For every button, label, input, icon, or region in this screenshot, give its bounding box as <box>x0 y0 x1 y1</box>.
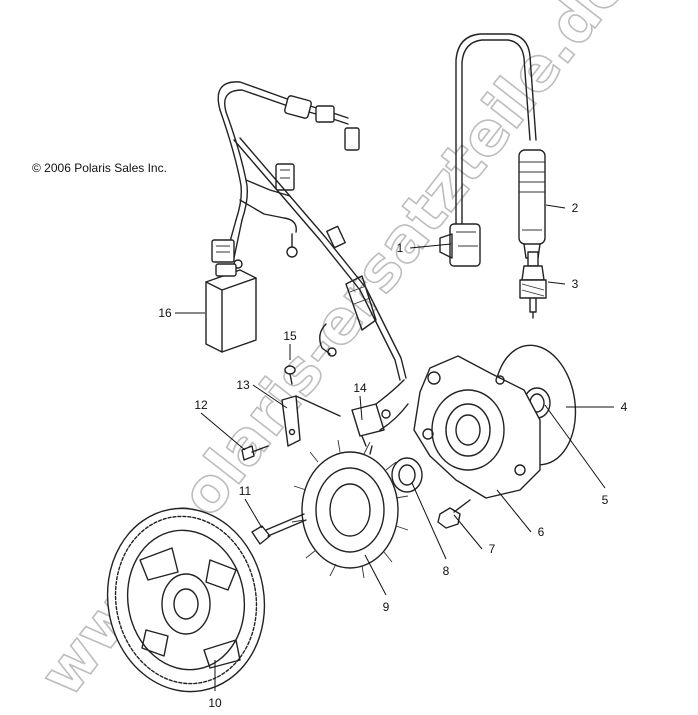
callout-14: 14 <box>353 381 367 421</box>
callout-4: 4 <box>566 400 628 414</box>
ignition-coil <box>439 33 537 267</box>
callout-leader-line <box>364 554 387 596</box>
callout-leader-line <box>544 404 606 489</box>
callout-number: 12 <box>194 398 208 412</box>
wiring-harness <box>211 81 407 381</box>
callout-leader-line <box>496 489 532 533</box>
callout-number: 5 <box>602 493 609 507</box>
callout-9: 9 <box>364 554 390 614</box>
callout-number: 4 <box>621 400 628 414</box>
callout-leader-line <box>200 412 246 451</box>
callout-number: 14 <box>353 381 367 395</box>
callout-13: 13 <box>236 378 288 409</box>
copyright-text: © 2006 Polaris Sales Inc. <box>32 161 167 175</box>
bolt-7 <box>437 499 471 529</box>
callout-leader-line <box>547 281 566 285</box>
callout-leader-line <box>244 498 263 529</box>
callout-leader-line <box>453 514 483 550</box>
callout-number: 7 <box>489 542 496 556</box>
spark-plug-cap <box>518 149 546 259</box>
callout-number: 11 <box>239 484 252 498</box>
callout-leader-line <box>359 395 363 421</box>
spark-plug <box>519 251 547 319</box>
callout-leader-line <box>411 482 447 560</box>
callout-leader-line <box>252 384 288 409</box>
stator-housing <box>413 355 541 499</box>
callout-number: 8 <box>443 564 450 578</box>
callout-number: 3 <box>572 277 579 291</box>
callout-16: 16 <box>158 306 205 320</box>
callout-number: 15 <box>283 329 297 343</box>
flywheel <box>106 507 266 693</box>
oil-seal-8 <box>391 457 423 493</box>
callout-2: 2 <box>545 201 579 215</box>
callout-12: 12 <box>194 398 246 451</box>
callout-8: 8 <box>411 482 450 578</box>
cdi-module <box>205 263 257 353</box>
callout-3: 3 <box>547 277 579 291</box>
callout-number: 13 <box>236 378 250 392</box>
callout-7: 7 <box>453 514 496 556</box>
pulse-sensor <box>351 379 409 447</box>
callout-10: 10 <box>208 660 222 710</box>
callout-1: 1 <box>397 241 452 255</box>
callout-number: 2 <box>572 201 579 215</box>
callout-leader-line <box>409 243 452 249</box>
callout-6: 6 <box>496 489 545 539</box>
bracket-13 <box>281 395 341 447</box>
bolt-11 <box>251 513 307 545</box>
callout-leader-line <box>545 204 566 209</box>
callout-number: 16 <box>158 306 172 320</box>
callout-number: 6 <box>538 525 545 539</box>
callout-15: 15 <box>283 329 297 360</box>
callout-number: 10 <box>208 696 222 710</box>
callout-number: 9 <box>383 600 390 614</box>
callout-5: 5 <box>544 404 609 507</box>
callout-number: 1 <box>397 241 404 255</box>
callout-11: 11 <box>239 484 263 529</box>
stator <box>291 439 409 579</box>
screw-15 <box>284 365 296 385</box>
